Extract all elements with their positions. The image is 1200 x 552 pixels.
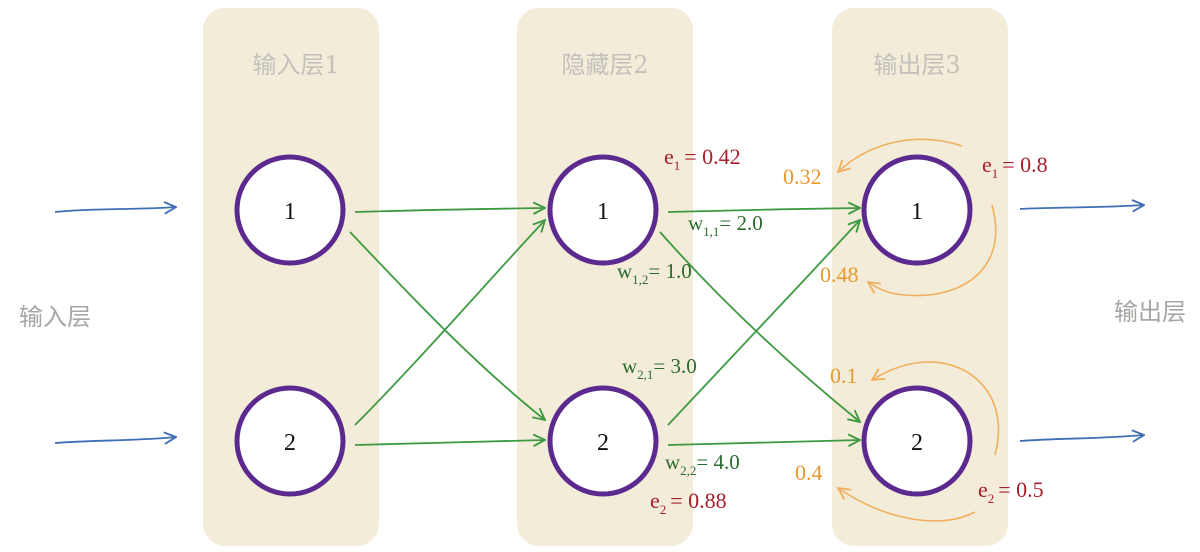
- input-node-1: 1: [234, 154, 346, 266]
- weight-label-w21: w2,1= 3.0: [622, 354, 697, 382]
- output-node-1: 1: [861, 154, 973, 266]
- error-split-0-48: 0.48: [820, 262, 859, 287]
- backprop-arrow-e2-to-h1: [872, 361, 1000, 456]
- link-h2-o1: [667, 220, 860, 426]
- error-split-0-1: 0.1: [830, 363, 858, 388]
- input-arrow-2: [54, 437, 176, 443]
- weight-label-w22: w2,2= 4.0: [665, 450, 740, 478]
- weight-label-w12: w1,2= 1.0: [617, 259, 692, 287]
- output-node-2-label: 2: [911, 430, 923, 456]
- hidden-layer-header: 隐藏层2: [561, 51, 648, 79]
- backprop-arrow-e1-to-h1: [838, 138, 963, 172]
- link-h1-o1: [667, 208, 860, 212]
- hidden-node-2: 2: [547, 385, 659, 497]
- weight-label-w11: w1,1= 2.0: [688, 211, 763, 239]
- hidden-node-1-label: 1: [597, 199, 609, 225]
- input-arrow-1: [54, 207, 176, 212]
- hidden-node-2-label: 2: [597, 430, 609, 456]
- backprop-arrow-e1-to-h2: [868, 204, 997, 297]
- input-node-2: 2: [234, 385, 346, 497]
- input-node-1-label: 1: [284, 199, 296, 225]
- output-error-e2: e2= 0.5: [978, 477, 1044, 506]
- error-split-0-4: 0.4: [795, 460, 823, 485]
- hidden-error-e1: e1= 0.42: [664, 144, 741, 173]
- link-i2-h2: [354, 440, 545, 445]
- input-side-label: 输入层: [19, 303, 91, 331]
- output-node-2: 2: [861, 385, 973, 497]
- output-arrow-1: [1019, 205, 1144, 209]
- output-error-e1: e1= 0.8: [982, 152, 1048, 181]
- error-split-0-32: 0.32: [783, 164, 822, 189]
- link-h2-o2: [667, 440, 860, 445]
- input-layer-header: 输入层1: [252, 51, 339, 79]
- hidden-node-1: 1: [547, 154, 659, 266]
- output-node-1-label: 1: [911, 199, 923, 225]
- link-i1-h2: [349, 231, 545, 420]
- input-node-2-label: 2: [284, 430, 296, 456]
- backprop-arrow-e2-to-h2: [838, 488, 976, 522]
- link-i2-h1: [354, 220, 545, 426]
- output-layer-header: 输出层3: [873, 51, 960, 79]
- link-i1-h1: [354, 208, 545, 212]
- hidden-error-e2: e2= 0.88: [650, 488, 727, 517]
- output-arrow-2: [1019, 435, 1144, 441]
- output-side-label: 输出层: [1114, 298, 1186, 326]
